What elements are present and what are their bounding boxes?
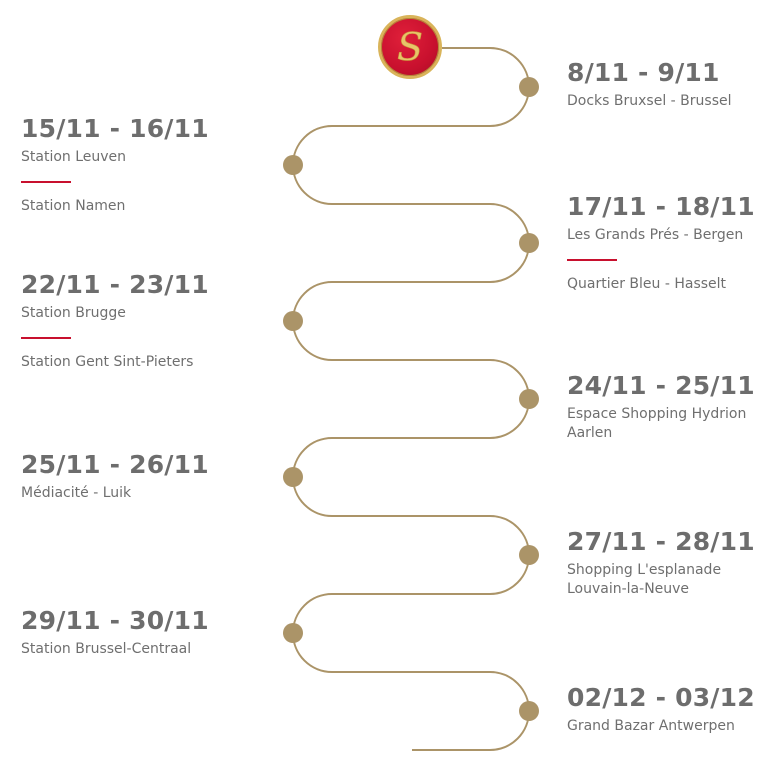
- timeline-node: [283, 623, 303, 643]
- event-location: Médiacité - Luik: [21, 485, 132, 501]
- location-separator: [21, 337, 71, 339]
- event-location: Quartier Bleu - Hasselt: [567, 276, 727, 292]
- brand-logo: S: [378, 15, 442, 79]
- event-date: 8/11 - 9/11: [567, 58, 720, 87]
- event-6: 25/11 - 26/11 Médiacité - Luik: [21, 450, 211, 503]
- event-location: Docks Bruxsel - Brussel: [567, 93, 732, 109]
- event-2: 15/11 - 16/11 Station Leuven Station Nam…: [21, 114, 211, 216]
- event-3: 17/11 - 18/11 Les Grands Prés - Bergen Q…: [567, 192, 757, 294]
- event-7: 27/11 - 28/11 Shopping L'esplanade Louva…: [567, 527, 755, 599]
- event-location: Station Leuven: [21, 149, 127, 165]
- event-location: Shopping L'esplanade Louvain-la-Neuve: [567, 562, 722, 597]
- event-location: Grand Bazar Antwerpen: [567, 718, 735, 734]
- event-4: 22/11 - 23/11 Station Brugge Station Gen…: [21, 270, 211, 372]
- event-date: 29/11 - 30/11: [21, 606, 209, 635]
- timeline-node: [283, 311, 303, 331]
- timeline-node: [519, 389, 539, 409]
- event-8: 29/11 - 30/11 Station Brussel-Centraal: [21, 606, 211, 659]
- event-date: 17/11 - 18/11: [567, 192, 755, 221]
- event-date: 24/11 - 25/11: [567, 371, 755, 400]
- event-location: Station Gent Sint-Pieters: [21, 354, 194, 370]
- location-separator: [567, 259, 617, 261]
- event-9: 02/12 - 03/12 Grand Bazar Antwerpen: [567, 683, 757, 736]
- event-date: 25/11 - 26/11: [21, 450, 209, 479]
- brand-logo-letter: S: [397, 25, 423, 69]
- event-location: Les Grands Prés - Bergen: [567, 227, 744, 243]
- event-date: 15/11 - 16/11: [21, 114, 209, 143]
- brand-logo-icon: S: [397, 25, 424, 70]
- timeline-node: [283, 155, 303, 175]
- location-separator: [21, 181, 71, 183]
- timeline-node: [519, 545, 539, 565]
- timeline-line: [292, 47, 530, 751]
- event-date: 02/12 - 03/12: [567, 683, 755, 712]
- event-location: Station Brussel-Centraal: [21, 641, 192, 657]
- timeline-node: [519, 701, 539, 721]
- timeline-node: [283, 467, 303, 487]
- event-date: 22/11 - 23/11: [21, 270, 209, 299]
- event-date: 27/11 - 28/11: [567, 527, 755, 556]
- timeline-node: [519, 233, 539, 253]
- event-location: Station Brugge: [21, 305, 126, 321]
- event-5: 24/11 - 25/11 Espace Shopping Hydrion Aa…: [567, 371, 755, 443]
- event-location: Station Namen: [21, 198, 126, 214]
- event-1: 8/11 - 9/11 Docks Bruxsel - Brussel: [567, 58, 757, 111]
- event-location: Espace Shopping Hydrion Aarlen: [567, 406, 747, 441]
- timeline-node: [519, 77, 539, 97]
